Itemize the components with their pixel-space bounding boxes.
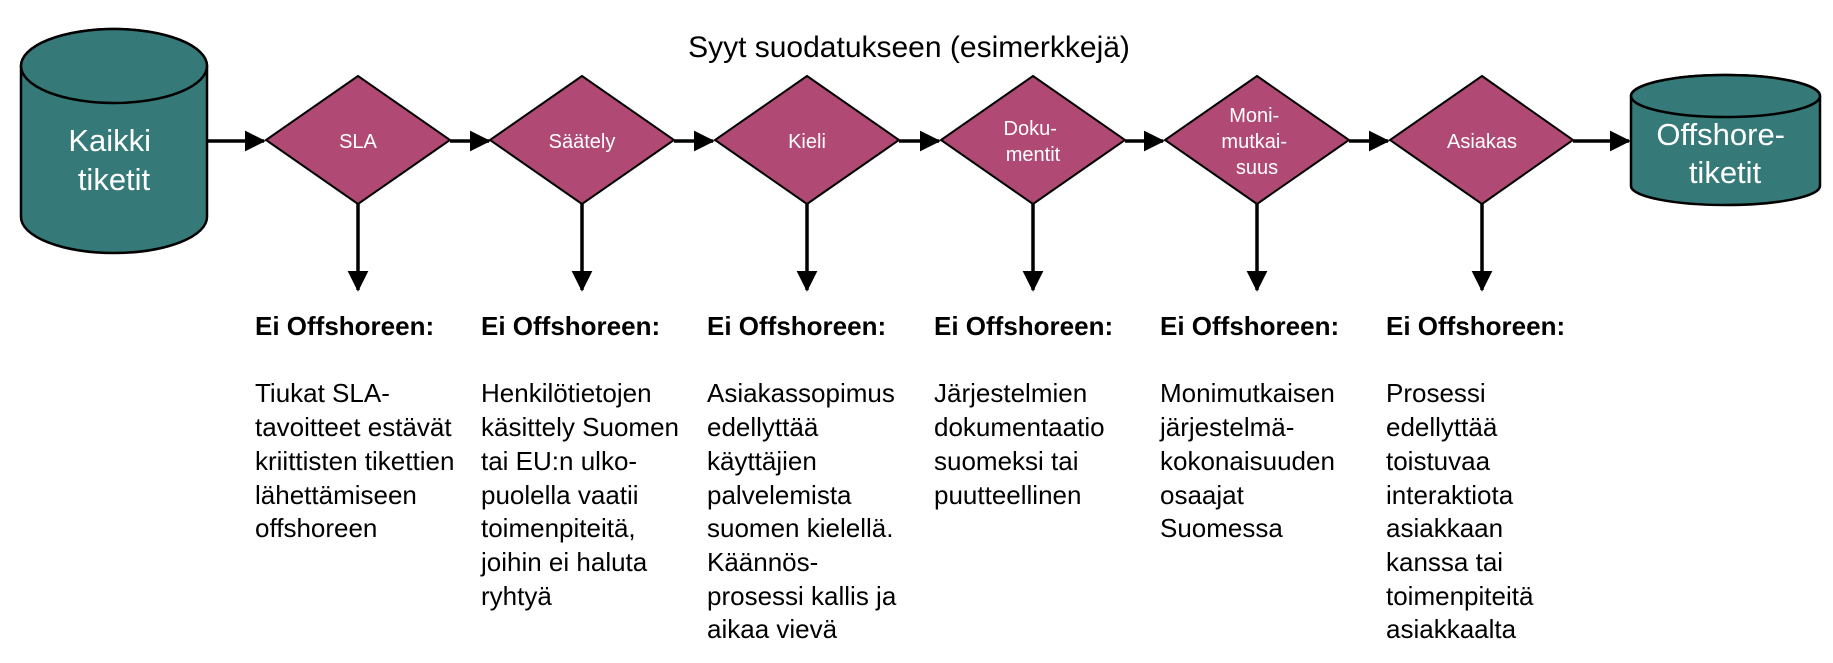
filter-saately: Säätely xyxy=(488,74,676,292)
filter-monimutkaisuus: Moni- mutkai- suus xyxy=(1163,74,1351,292)
reason-line: Monimutkaisen xyxy=(1160,378,1335,409)
decision-diamond xyxy=(1163,74,1351,206)
target-label-line: Offshore- xyxy=(1656,117,1785,152)
source-label-line: tiketit xyxy=(78,162,151,197)
reason-heading: Ei Offshoreen: xyxy=(255,311,435,341)
source-cylinder: Kaikki tiketit xyxy=(19,27,209,255)
reason-line: Suomessa xyxy=(1160,513,1283,544)
reason-text: Järjestelmien dokumentaatio suomeksi tai… xyxy=(934,377,1160,512)
reason-line: käsittely Suomen xyxy=(481,412,679,443)
reason-text: Tiukat SLA- tavoitteet estävät kriittist… xyxy=(255,377,481,546)
decision-label-line: Asiakas xyxy=(1447,131,1517,153)
diagram-title: Syyt suodatukseen (esimerkkejä) xyxy=(688,31,1130,64)
decision-label-line: Doku- xyxy=(1004,118,1057,140)
reason-line: toimenpiteitä, xyxy=(481,513,636,544)
reason-line: Järjestelmien xyxy=(934,378,1088,409)
reason-line: edellyttää xyxy=(1386,412,1498,443)
reason-line: ryhtyä xyxy=(481,580,552,611)
source-label: Kaikki tiketit xyxy=(68,123,159,197)
reason-column-asiakas: Ei Offshoreen: Prosessi edellyttää toist… xyxy=(1386,310,1612,647)
reason-line: interaktiota xyxy=(1386,479,1514,510)
reason-line: Prosessi xyxy=(1386,378,1486,409)
reason-line: Käännös- xyxy=(707,546,819,577)
reason-line: dokumentaatio xyxy=(934,412,1105,443)
reason-line: asiakkaalta xyxy=(1386,614,1517,645)
target-label: Offshore- tiketit xyxy=(1656,117,1793,190)
reason-line: puutteellinen xyxy=(934,479,1082,510)
reason-line: kokonaisuuden xyxy=(1160,445,1335,476)
reason-heading: Ei Offshoreen: xyxy=(707,311,887,341)
reason-text: Monimutkaisen järjestelmä- kokonaisuuden… xyxy=(1160,377,1386,546)
decision-label-line: mutkai- xyxy=(1221,131,1287,153)
reason-line: suomeksi tai xyxy=(934,445,1079,476)
reason-heading: Ei Offshoreen: xyxy=(481,311,661,341)
reason-column-monimutkaisuus: Ei Offshoreen: Monimutkaisen järjestelmä… xyxy=(1160,310,1386,546)
reason-line: tai EU:n ulko- xyxy=(481,445,638,476)
reason-line: offshoreen xyxy=(255,513,378,544)
reason-line: toimenpiteitä xyxy=(1386,580,1534,611)
decision-diamond xyxy=(264,74,452,206)
decision-diamond xyxy=(1388,74,1575,206)
reason-line: lähettämiseen xyxy=(255,479,417,510)
decision-label: Säätely xyxy=(549,131,616,153)
cylinder-top-rim xyxy=(1629,73,1822,119)
decision-label: Kieli xyxy=(788,131,826,153)
decision-label: Doku- mentit xyxy=(1004,118,1063,166)
reason-text: Prosessi edellyttää toistuvaa interaktio… xyxy=(1386,377,1612,647)
reason-line: edellyttää xyxy=(707,412,819,443)
filter-dokumentit: Doku- mentit xyxy=(939,74,1127,292)
reason-line: prosessi kallis ja xyxy=(707,580,897,611)
reason-line: asiakkaan xyxy=(1386,513,1504,544)
decision-label: SLA xyxy=(339,131,377,153)
decision-diamond xyxy=(939,74,1127,206)
decision-label: Moni- mutkai- suus xyxy=(1221,105,1292,179)
reason-line: kanssa tai xyxy=(1386,546,1504,577)
reason-column-sla: Ei Offshoreen: Tiukat SLA- tavoitteet es… xyxy=(255,310,481,546)
cylinder-top-rim xyxy=(19,27,209,105)
reason-line: Asiakassopimus xyxy=(707,378,895,409)
decision-label-line: Kieli xyxy=(788,131,826,153)
target-cylinder: Offshore- tiketit xyxy=(1629,73,1822,207)
reason-line: kriittisten tikettien xyxy=(255,445,455,476)
reason-line: käyttäjien xyxy=(707,445,817,476)
reason-heading: Ei Offshoreen: xyxy=(1386,311,1566,341)
reason-column-kieli: Ei Offshoreen: Asiakassopimus edellyttää… xyxy=(707,310,933,647)
reason-column-dokumentit: Ei Offshoreen: Järjestelmien dokumentaat… xyxy=(934,310,1160,512)
source-label-line: Kaikki xyxy=(68,123,151,158)
target-label-line: tiketit xyxy=(1689,155,1762,190)
reason-line: suomen kielellä. xyxy=(707,513,894,544)
reason-text: Henkilötietojen käsittely Suomen tai EU:… xyxy=(481,377,707,613)
reason-text: Asiakassopimus edellyttää käyttäjien pal… xyxy=(707,377,933,647)
reason-line: osaajat xyxy=(1160,479,1244,510)
reason-line: aikaa vievä xyxy=(707,614,838,645)
reason-heading: Ei Offshoreen: xyxy=(934,311,1114,341)
filter-asiakas: Asiakas xyxy=(1388,74,1575,292)
reason-heading: Ei Offshoreen: xyxy=(1160,311,1340,341)
reason-line: joihin ei haluta xyxy=(481,546,648,577)
reason-line: toistuvaa xyxy=(1386,445,1491,476)
reason-line: palvelemista xyxy=(707,479,852,510)
decision-label-line: Säätely xyxy=(549,131,616,153)
decision-diamond xyxy=(488,74,676,206)
decision-label-line: Moni- xyxy=(1229,105,1279,127)
reason-line: puolella vaatii xyxy=(481,479,639,510)
decision-label-line: suus xyxy=(1236,157,1278,179)
decision-diamond xyxy=(713,74,901,206)
filter-kieli: Kieli xyxy=(713,74,901,292)
reason-line: tavoitteet estävät xyxy=(255,412,452,443)
decision-label-line: SLA xyxy=(339,131,377,153)
decision-label: Asiakas xyxy=(1447,131,1517,153)
filter-sla: SLA xyxy=(264,74,452,292)
reason-line: järjestelmä- xyxy=(1160,412,1295,443)
decision-label-line: mentit xyxy=(1006,144,1061,166)
reason-column-saately: Ei Offshoreen: Henkilötietojen käsittely… xyxy=(481,310,707,613)
reason-line: Tiukat SLA- xyxy=(255,378,390,409)
reason-line: Henkilötietojen xyxy=(481,378,652,409)
